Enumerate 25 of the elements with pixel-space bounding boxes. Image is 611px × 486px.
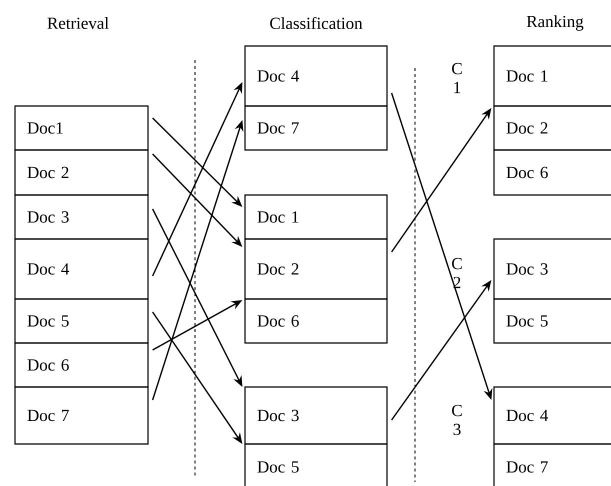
document-cell: Doc 3 — [14, 194, 149, 240]
document-cell: Doc 3 — [493, 238, 611, 300]
document-cell: Doc 7 — [14, 386, 149, 445]
column-heading: Classification — [270, 16, 362, 30]
document-cell: Doc 4 — [493, 386, 611, 445]
document-cell: Doc 5 — [493, 298, 611, 344]
document-cell: Doc 2 — [14, 149, 149, 196]
document-cell: Doc 1 — [244, 194, 388, 240]
cluster-label: C 1 — [452, 62, 462, 94]
document-cell: Doc 5 — [14, 298, 149, 344]
document-cell: Doc 2 — [244, 238, 388, 300]
document-cell: Doc 5 — [244, 443, 388, 486]
document-cell: Doc 6 — [14, 342, 149, 388]
document-cell: Doc 6 — [244, 298, 388, 344]
column-heading: Retrieval — [47, 17, 109, 29]
document-cell: Doc 6 — [493, 149, 611, 196]
document-cell: Doc 4 — [244, 45, 388, 107]
document-cell: Doc 4 — [14, 238, 149, 300]
document-cell: Doc 7 — [493, 443, 611, 486]
document-cell: Doc 3 — [244, 386, 388, 445]
cluster-label: C 3 — [452, 404, 462, 436]
document-cell: Doc 7 — [244, 105, 388, 151]
document-cell: Doc 2 — [493, 105, 611, 151]
document-cell: Doc 1 — [493, 45, 611, 107]
document-cell: Doc1 — [14, 105, 149, 151]
